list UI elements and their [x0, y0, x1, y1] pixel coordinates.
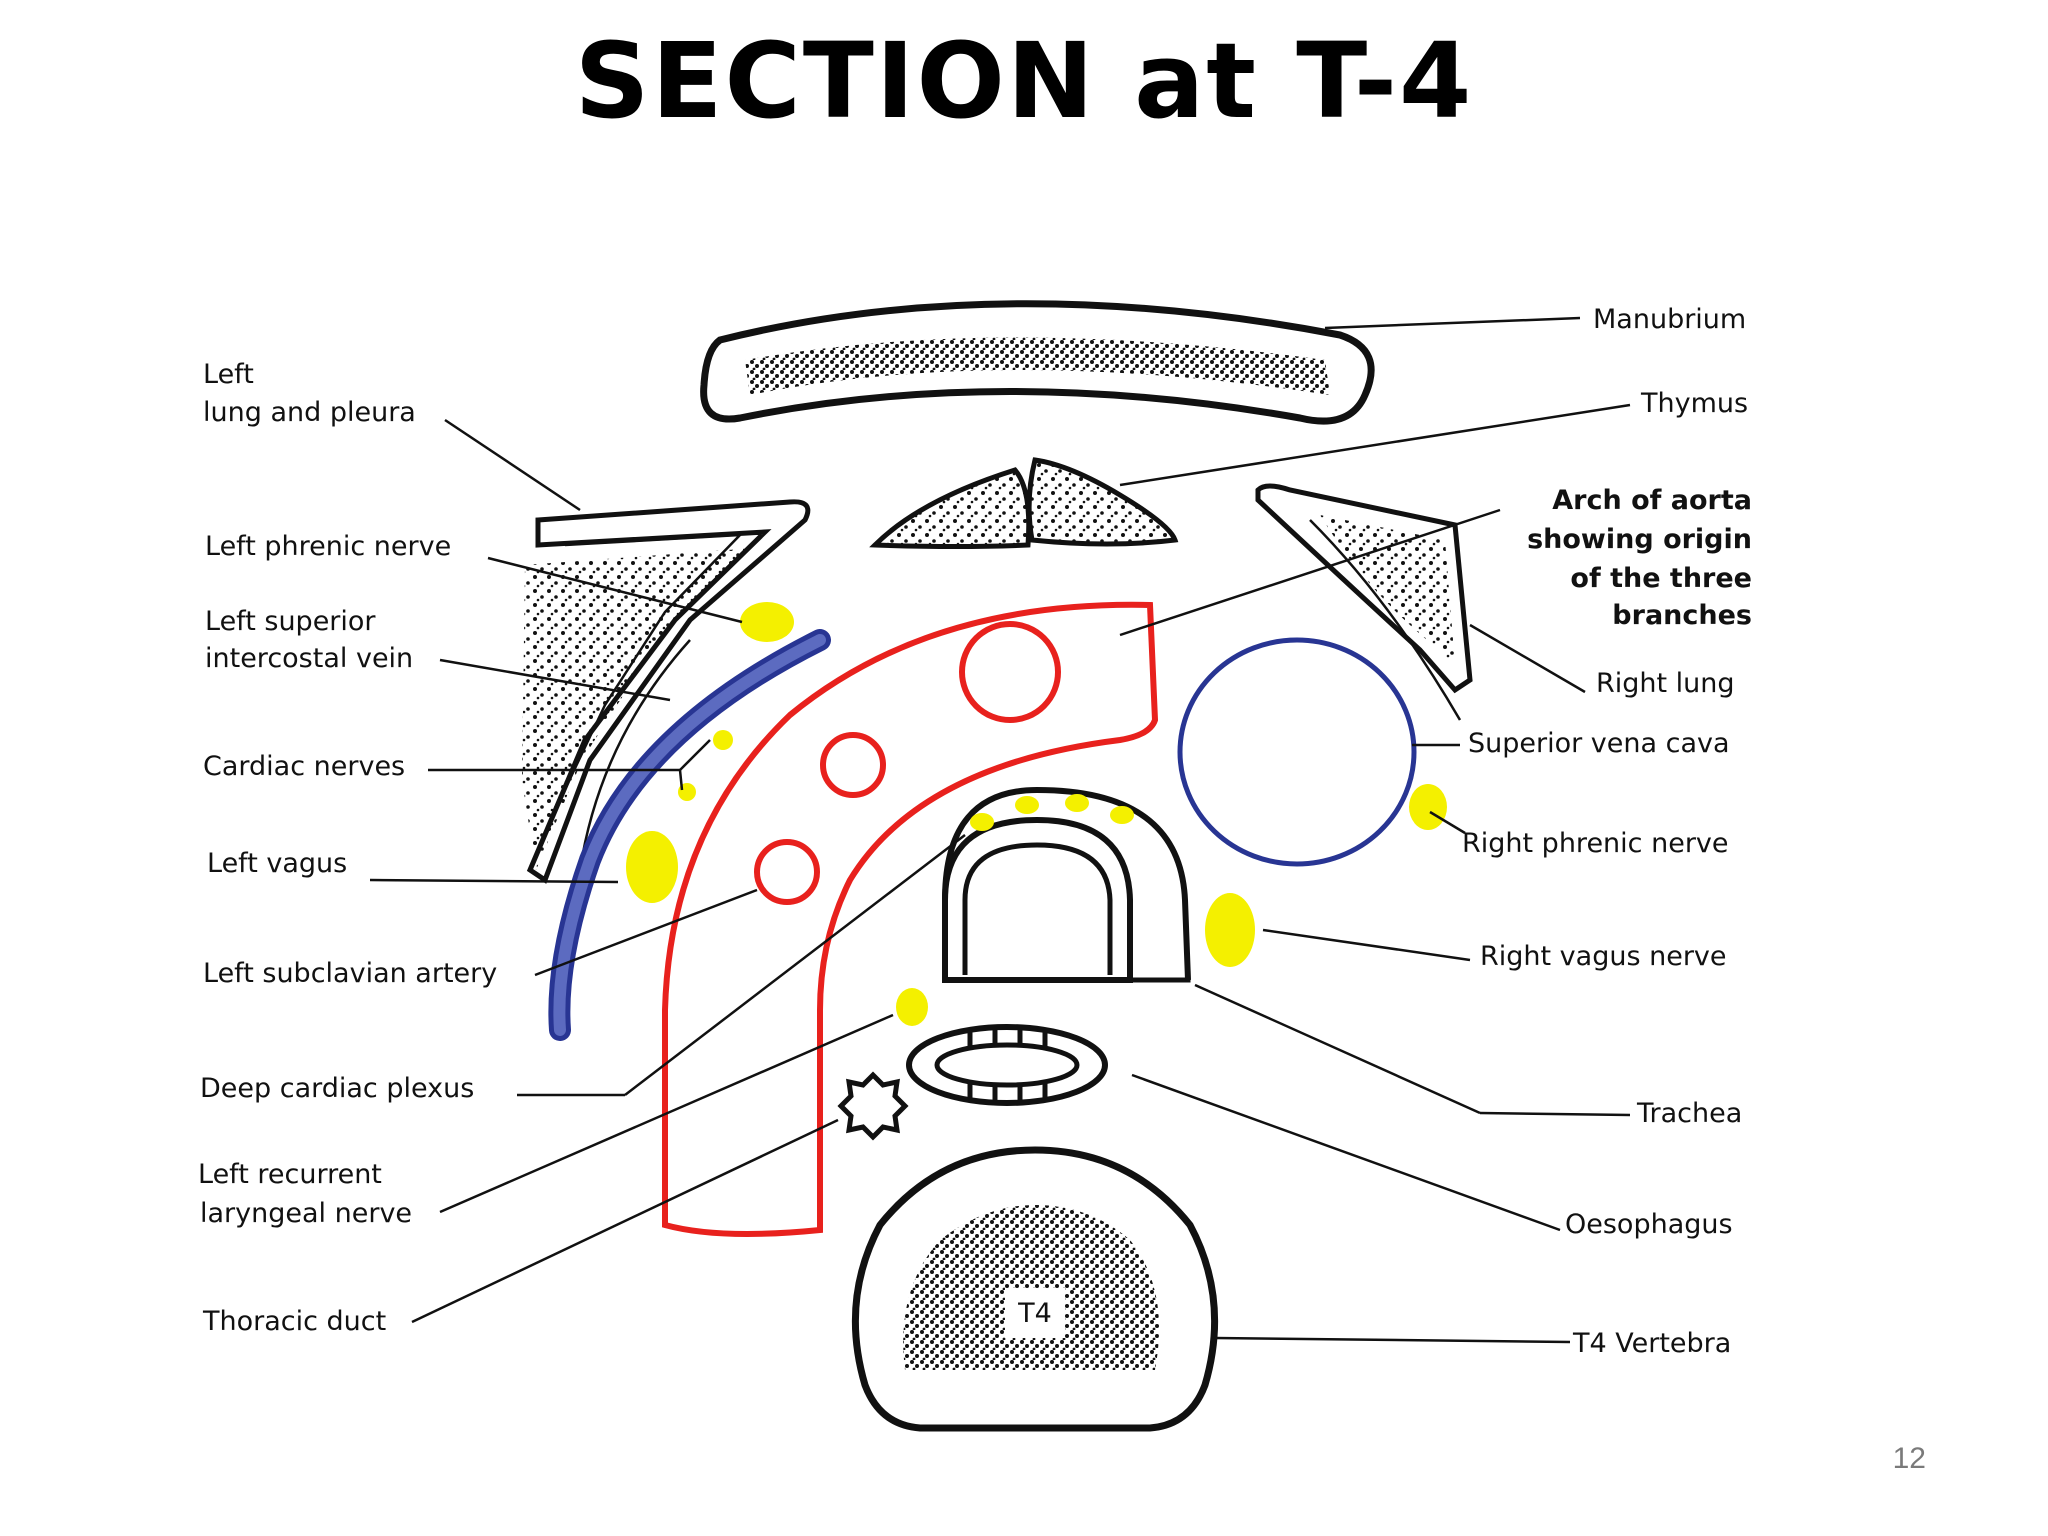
- label-thoracic-duct: Thoracic duct: [202, 1306, 386, 1337]
- left-recurrent-laryngeal-nerve: [896, 988, 928, 1026]
- cardiac-nerve-1: [713, 730, 733, 750]
- label-left-subclavian: Left subclavian artery: [203, 958, 497, 989]
- right-phrenic-nerve: [1409, 784, 1447, 830]
- label-manubrium: Manubrium: [1593, 304, 1746, 335]
- left-labels: Left lung and pleura Left phrenic nerve …: [198, 359, 497, 1337]
- t4-vertebra: T4: [851, 1146, 1219, 1432]
- page-number: 12: [1892, 1442, 1926, 1475]
- label-trachea: Trachea: [1636, 1098, 1742, 1129]
- deep-plexus-4: [1110, 806, 1134, 824]
- label-recurrent-line1: Left recurrent: [198, 1159, 382, 1190]
- label-vertebra: T4 Vertebra: [1572, 1328, 1731, 1359]
- label-left-phrenic: Left phrenic nerve: [205, 531, 451, 562]
- label-right-phrenic: Right phrenic nerve: [1462, 828, 1729, 859]
- label-left-vagus: Left vagus: [207, 848, 347, 879]
- label-sup-ic-line2: intercostal vein: [205, 643, 413, 674]
- label-right-vagus: Right vagus nerve: [1480, 941, 1727, 972]
- superior-vena-cava: [1177, 637, 1417, 867]
- right-lung-pleura: [1255, 483, 1473, 721]
- oesophagus: [906, 1024, 1108, 1106]
- label-deep-plexus: Deep cardiac plexus: [200, 1073, 474, 1104]
- label-thymus: Thymus: [1640, 388, 1748, 419]
- label-svc: Superior vena cava: [1468, 728, 1730, 759]
- trachea: [942, 786, 1191, 983]
- left-common-carotid: [820, 732, 886, 798]
- aortic-arch: [662, 601, 1159, 1237]
- label-sup-ic-line1: Left superior: [205, 606, 376, 637]
- deep-plexus-1: [970, 813, 994, 831]
- label-left-lung-line2: lung and pleura: [203, 397, 416, 428]
- left-subclavian-artery: [754, 839, 820, 905]
- brachiocephalic-trunk: [959, 621, 1061, 723]
- label-left-lung-line1: Left: [203, 359, 254, 390]
- thymus: [869, 457, 1179, 549]
- nerves: [626, 602, 1447, 1026]
- label-recurrent-line2: laryngeal nerve: [200, 1198, 412, 1229]
- label-arch-line4: branches: [1612, 600, 1752, 631]
- deep-plexus-3: [1065, 794, 1089, 812]
- left-lung-pleura: [522, 499, 811, 884]
- label-oesophagus: Oesophagus: [1565, 1209, 1733, 1240]
- vertebra-body-label: T4: [1017, 1298, 1052, 1329]
- right-labels: Manubrium Thymus Arch of aorta showing o…: [1462, 304, 1752, 1359]
- label-arch-line2: showing origin: [1527, 524, 1752, 555]
- slide-title: SECTION at T-4: [574, 20, 1474, 142]
- label-cardiac-nerves: Cardiac nerves: [203, 751, 405, 782]
- manubrium: [700, 300, 1375, 425]
- leader-lines: [369, 316, 1631, 1344]
- left-superior-intercostal-vein: [548, 629, 831, 1041]
- label-arch-line3: of the three: [1570, 563, 1752, 594]
- thoracic-duct: [837, 1071, 909, 1141]
- deep-plexus-2: [1015, 796, 1039, 814]
- left-vagus-nerve: [626, 831, 678, 903]
- label-right-lung: Right lung: [1596, 668, 1735, 699]
- label-arch-line1: Arch of aorta: [1552, 485, 1752, 516]
- left-phrenic-nerve: [740, 602, 794, 642]
- right-vagus-nerve: [1205, 893, 1255, 967]
